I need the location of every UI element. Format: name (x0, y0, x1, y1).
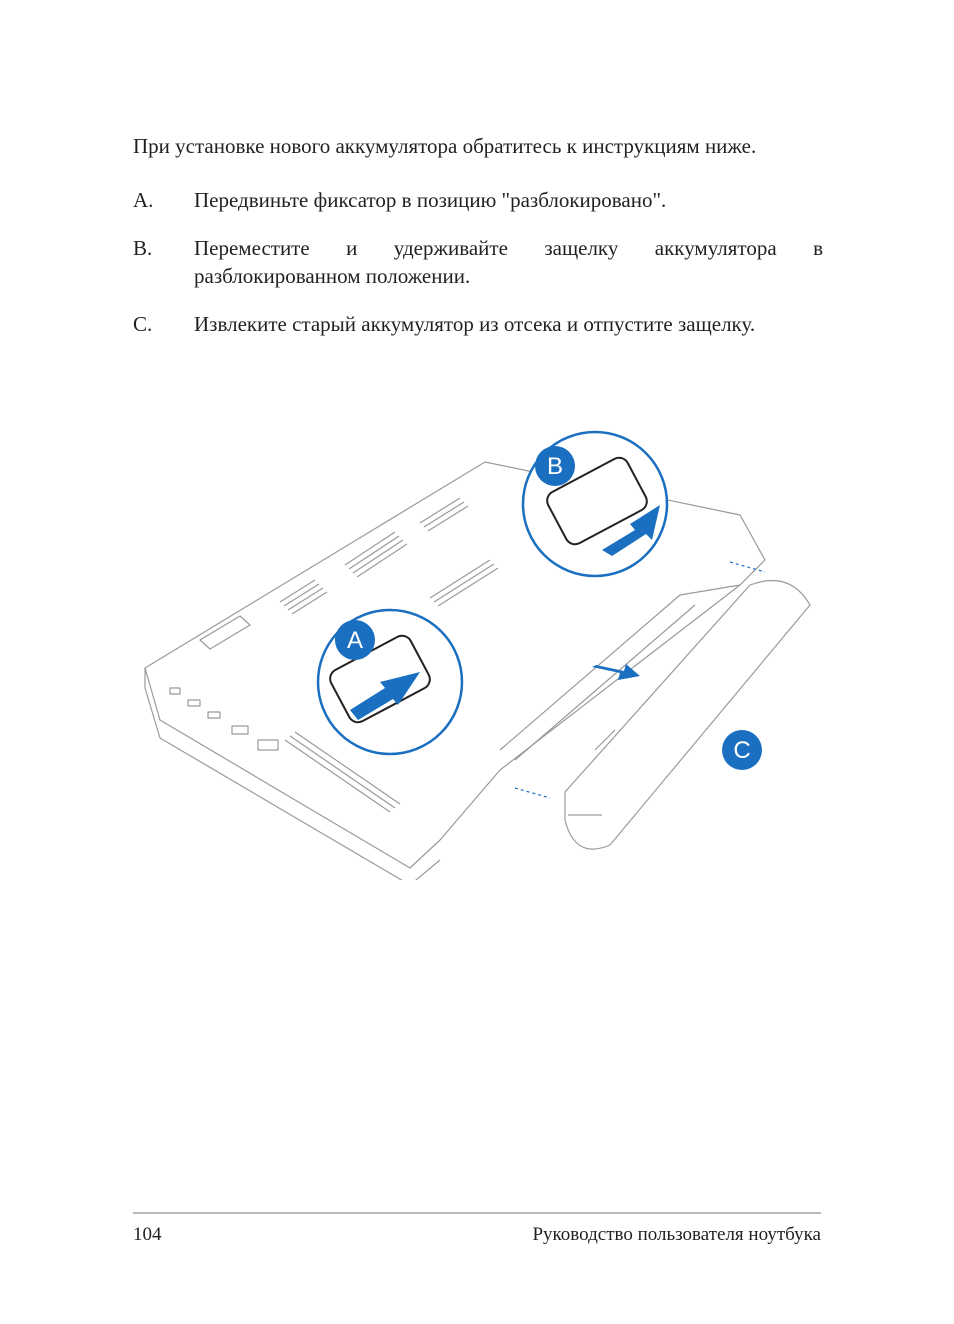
callout-a: A (316, 608, 464, 756)
callout-a-label: A (347, 627, 363, 654)
callout-c-badge (722, 730, 762, 770)
step-b: B. Переместите и удерживайте защелку акк… (133, 234, 823, 290)
step-letter: B. (133, 236, 153, 260)
footer-title: Руководство пользователя ноутбука (532, 1224, 821, 1245)
battery-pack (564, 579, 811, 850)
step-letter: A. (133, 188, 154, 212)
footer-divider (133, 1212, 821, 1214)
step-c: C. Извлеките старый аккумулятор из отсек… (133, 310, 823, 338)
callout-c-label: C (733, 737, 750, 764)
callout-b-label: B (547, 453, 563, 480)
step-text: Передвиньте фиксатор в позицию "разблоки… (194, 188, 667, 212)
intro-text: При установке нового аккумулятора обрати… (133, 134, 757, 158)
callout-b: B (521, 430, 669, 578)
vent-grilles (279, 497, 499, 813)
step-a: A. Передвиньте фиксатор в позицию "разбл… (133, 186, 823, 214)
step-text: Переместите и удерживайте защелку аккуму… (194, 236, 823, 288)
page-number: 104 (133, 1224, 162, 1245)
callout-b-badge (535, 446, 575, 486)
step-letter: C. (133, 312, 153, 336)
battery-removal-illustration: A B C (144, 430, 811, 880)
side-ports (169, 687, 279, 751)
slide-arrow-icon (592, 664, 640, 680)
step-text: Извлеките старый аккумулятор из отсека и… (194, 312, 756, 336)
callout-a-badge (335, 620, 375, 660)
